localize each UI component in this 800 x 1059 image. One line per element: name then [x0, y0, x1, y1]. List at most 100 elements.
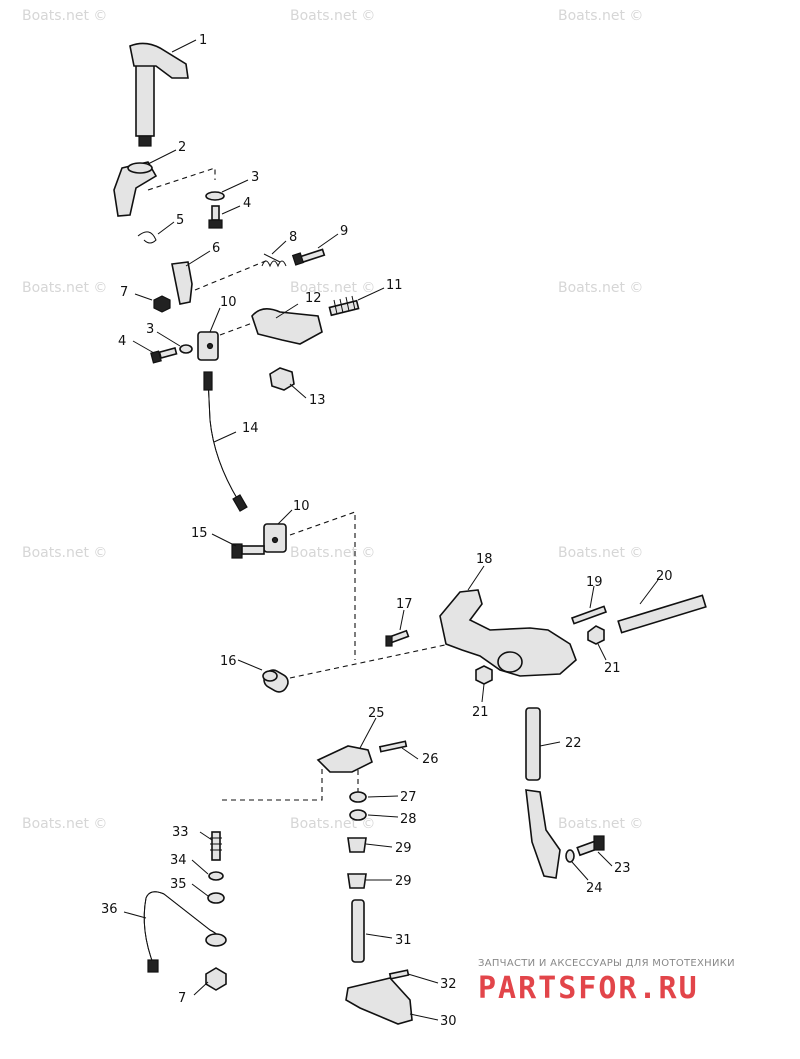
watermark: Boats.net © [558, 280, 643, 296]
callout-29b: 29 [395, 874, 412, 889]
callout-30: 30 [440, 1014, 457, 1029]
callout-31: 31 [395, 933, 412, 948]
callout-35: 35 [170, 877, 187, 892]
leader-lines [123, 39, 659, 1021]
callout-4: 4 [243, 196, 251, 211]
part-18-throttle-lever [439, 589, 577, 677]
brand-logo: PARTSFOR.RU [478, 971, 699, 1006]
callout-4b: 4 [118, 334, 126, 349]
callout-11: 11 [386, 278, 403, 293]
part-1-shift-shaft [129, 42, 189, 147]
watermark: Boats.net © [22, 545, 107, 561]
callout-32: 32 [440, 977, 457, 992]
part-7-nut [205, 967, 227, 991]
part-21-nut [587, 625, 605, 645]
callout-24: 24 [586, 881, 603, 896]
part-24-washer [565, 849, 575, 863]
callout-7b: 7 [178, 991, 186, 1006]
callout-26: 26 [422, 752, 439, 767]
callout-labels: 1 2 3 4 5 6 7 8 9 10 11 12 3 4 13 14 10 … [101, 33, 673, 1029]
callout-17: 17 [396, 597, 413, 612]
callout-12: 12 [305, 291, 322, 306]
callout-10: 10 [220, 295, 237, 310]
part-5-clip [137, 231, 157, 244]
callout-5: 5 [176, 213, 184, 228]
part-32-pin [388, 969, 410, 980]
callout-14: 14 [242, 421, 259, 436]
watermark: Boats.net © [290, 280, 375, 296]
part-29-bushing [347, 837, 367, 853]
callout-21: 21 [604, 661, 621, 676]
part-27-washer [349, 791, 367, 803]
callout-3b: 3 [146, 322, 154, 337]
parts [113, 42, 707, 1025]
part-17-screw [385, 629, 410, 647]
assembly-lines [147, 167, 446, 801]
callout-33: 33 [172, 825, 189, 840]
part-19-pin [570, 605, 608, 625]
part-34-washer [208, 871, 224, 881]
brand-caption: ЗАПЧАСТИ И АКСЕССУАРЫ ДЛЯ МОТОТЕХНИКИ [478, 958, 735, 969]
part-2-shift-lever [113, 161, 158, 217]
part-10-link-end [197, 331, 219, 361]
part-7-nut [153, 295, 171, 313]
callout-3: 3 [251, 170, 259, 185]
callout-1: 1 [199, 33, 207, 48]
part-31-shaft [351, 899, 365, 963]
callout-36: 36 [101, 902, 118, 917]
watermark: Boats.net © [22, 280, 107, 296]
part-25-arm [316, 745, 373, 773]
part-23-screw [576, 835, 605, 857]
part-6-lever [171, 261, 193, 305]
part-12-cam-lever [251, 308, 323, 345]
part-29-bushing [347, 873, 367, 889]
callout-16: 16 [220, 654, 237, 669]
watermark: Boats.net © [558, 816, 643, 832]
part-3-washer [205, 191, 225, 201]
part-22-link [525, 707, 561, 879]
callout-18: 18 [476, 552, 493, 567]
watermark: Boats.net © [558, 545, 643, 561]
part-10-link-end [263, 523, 287, 553]
callout-34: 34 [170, 853, 187, 868]
part-26-pin [378, 740, 408, 753]
callout-19: 19 [586, 575, 603, 590]
part-18-boss [497, 651, 523, 673]
part-4-screw [208, 205, 223, 229]
part-33-stud [210, 831, 222, 861]
brand-watermark: ЗАПЧАСТИ И АКСЕССУАРЫ ДЛЯ МОТОТЕХНИКИ PA… [478, 958, 788, 1006]
callout-8: 8 [289, 230, 297, 245]
watermark: Boats.net © [558, 8, 643, 24]
callout-6: 6 [212, 241, 220, 256]
watermark: Boats.net © [22, 8, 107, 24]
callout-13: 13 [309, 393, 326, 408]
callout-10b: 10 [293, 499, 310, 514]
part-4-screw [150, 347, 178, 364]
part-16-bushing [262, 669, 289, 693]
callout-28: 28 [400, 812, 417, 827]
callout-25: 25 [368, 706, 385, 721]
callout-23: 23 [614, 861, 631, 876]
part-28-washer [349, 809, 367, 821]
callout-7: 7 [120, 285, 128, 300]
part-13-nut [269, 367, 295, 391]
part-8-spring [261, 253, 287, 268]
part-15-screw [231, 543, 265, 559]
watermark: Boats.net © [22, 816, 107, 832]
part-35-washer [207, 892, 225, 904]
callout-27: 27 [400, 790, 417, 805]
callout-22: 22 [565, 736, 582, 751]
callout-20: 20 [656, 569, 673, 584]
callout-15: 15 [191, 526, 208, 541]
part-36-rod [143, 891, 227, 973]
part-11-stud [328, 295, 360, 317]
part-14-rod [203, 371, 248, 512]
callout-21b: 21 [472, 705, 489, 720]
callout-29: 29 [395, 841, 412, 856]
part-3-washer [179, 344, 193, 354]
watermarks: Boats.net © Boats.net © Boats.net © Boat… [22, 8, 643, 832]
watermark: Boats.net © [290, 545, 375, 561]
part-9-screw [291, 248, 326, 266]
callout-9: 9 [340, 224, 348, 239]
